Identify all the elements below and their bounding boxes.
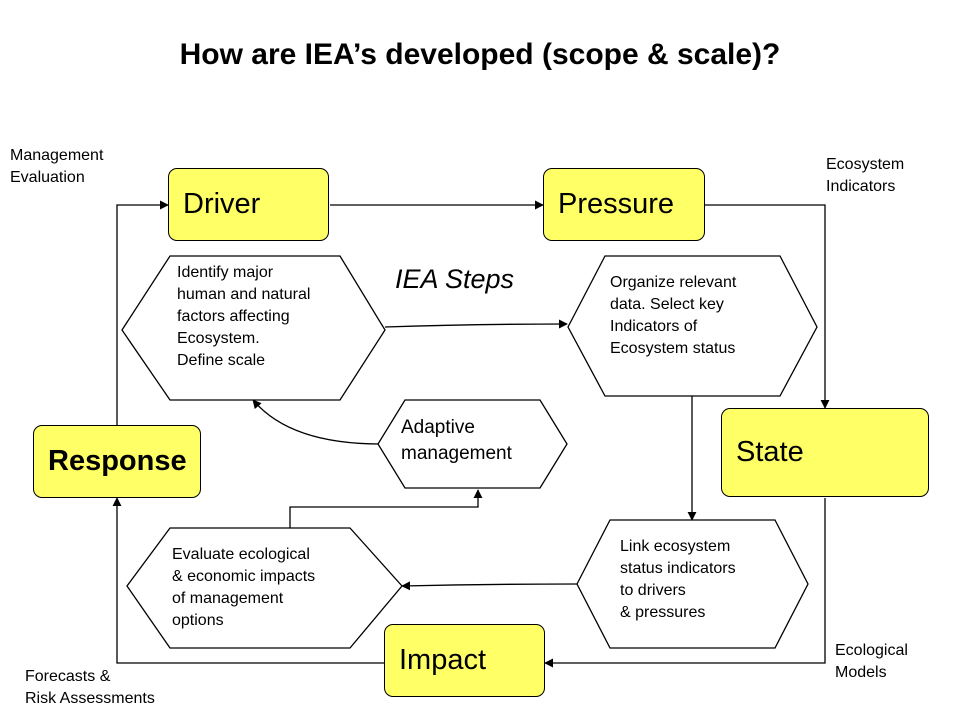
state-box: State (721, 408, 929, 497)
impact-label: Impact (399, 644, 487, 676)
organize-step-text: Organize relevant data. Select key Indic… (610, 274, 737, 357)
arrow-impact-to-response (112, 497, 384, 664)
arrow-evaluate-to-adaptive (289, 489, 483, 528)
pressure-box: Pressure (543, 168, 705, 241)
arrow-adaptive-to-identify (252, 399, 381, 445)
evaluate-step-text: Evaluate ecological & economic impacts o… (172, 546, 316, 629)
hex-organize (567, 255, 818, 397)
arrow-link-to-evaluate (401, 581, 578, 591)
impact-box: Impact (384, 624, 545, 697)
response-box: Response (33, 425, 201, 498)
adaptive-step-text: Adaptive management (401, 417, 512, 464)
hex-adaptive (377, 399, 568, 489)
forecasts-label: Forecasts & Risk Assessments (25, 668, 155, 707)
pressure-label: Pressure (558, 188, 675, 220)
hex-evaluate (126, 527, 403, 649)
hex-identify (121, 255, 386, 401)
ecological-models-label: Ecological Models (835, 642, 908, 681)
identify-step-text: Identify major human and natural factors… (177, 264, 311, 369)
arrow-pressure-to-state (705, 204, 830, 409)
arrow-identify-to-organize (384, 319, 568, 329)
ecosystem-indicators-label: Ecosystem Indicators (826, 156, 905, 195)
driver-label: Driver (183, 188, 261, 220)
hex-link (576, 519, 809, 649)
page-title: How are IEA’s developed (scope & scale)? (179, 38, 781, 71)
state-label: State (736, 436, 804, 468)
link-step-text: Link ecosystem status indicators to driv… (620, 538, 736, 621)
response-label: Response (48, 445, 187, 477)
management-evaluation-label: Management Evaluation (10, 147, 104, 186)
iea-steps-label: IEA Steps (395, 264, 515, 294)
arrow-state-to-impact (544, 498, 826, 668)
arrow-response-to-driver (116, 200, 169, 425)
driver-box: Driver (168, 168, 329, 241)
